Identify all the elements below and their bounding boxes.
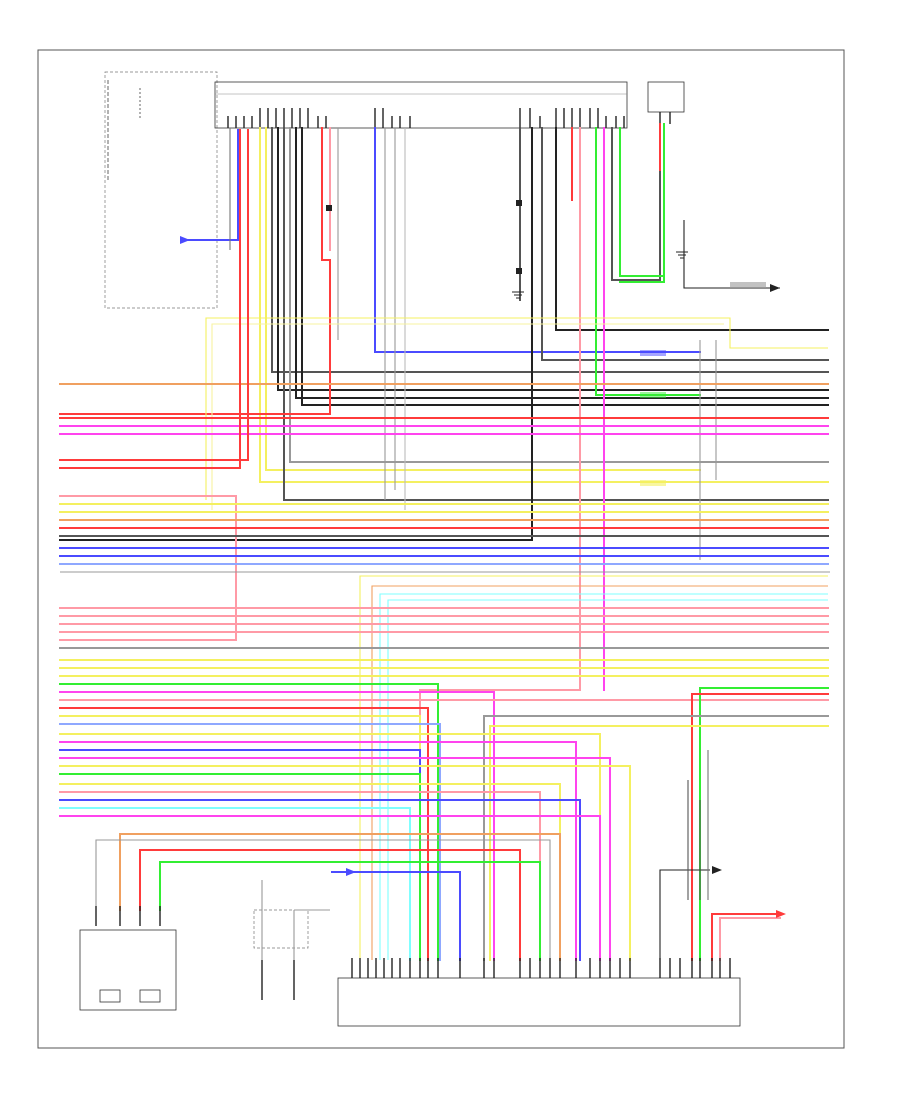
top-left-component bbox=[104, 71, 218, 309]
wire-markers bbox=[326, 200, 766, 486]
bottom-ecu-connector bbox=[337, 958, 741, 1027]
bottom-middle-component bbox=[253, 880, 330, 1000]
top-right-component bbox=[647, 81, 685, 124]
arrow-right-icon bbox=[180, 236, 786, 918]
wire-harness bbox=[59, 123, 830, 961]
diagram-frame bbox=[37, 49, 845, 1049]
bottom-left-component bbox=[79, 906, 177, 1011]
main-connector-pins bbox=[227, 108, 625, 128]
main-connector-box bbox=[214, 81, 628, 129]
ground-symbol-icon bbox=[512, 251, 688, 299]
